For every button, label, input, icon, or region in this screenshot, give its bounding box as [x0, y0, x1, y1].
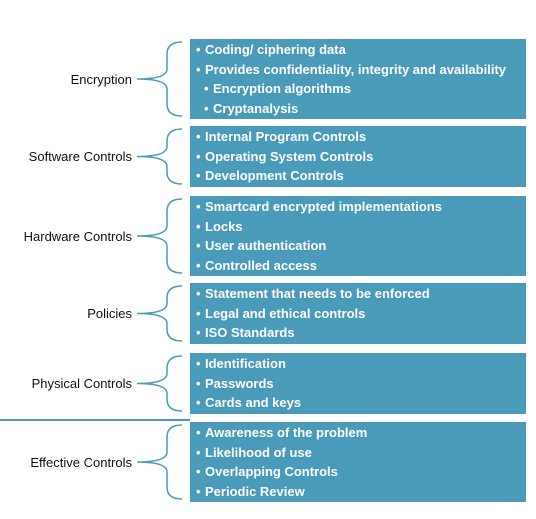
bracket-effective-controls — [136, 424, 183, 500]
row-label-text: Encryption — [70, 71, 132, 87]
list-item: •Cryptanalysis — [196, 99, 520, 119]
box-hardware-controls: •Smartcard encrypted implementations•Loc… — [190, 196, 526, 276]
label-effective-controls: Effective Controls — [0, 422, 132, 502]
label-policies: Policies — [0, 283, 132, 344]
list-item: • Statement that needs to be enforced — [196, 284, 520, 304]
bracket-policies — [136, 285, 183, 342]
list-item-text: Locks — [205, 218, 243, 234]
bracket-hardware-controls — [136, 198, 183, 274]
bullet-icon: • — [196, 444, 201, 460]
box-software-controls: •Internal Program Controls•Operating Sys… — [190, 126, 526, 187]
list-item-text: Operating System Controls — [205, 148, 374, 164]
list-item: •Encryption algorithms — [196, 79, 520, 99]
bullet-icon: • — [196, 483, 201, 499]
bullet-icon: • — [196, 425, 201, 440]
box-effective-controls: •Awareness of the problem•Likelihood of … — [190, 422, 526, 502]
list-item: • Coding/ ciphering data — [196, 40, 520, 60]
label-encryption: Encryption — [0, 39, 132, 119]
list-item: • Smartcard encrypted implementations — [196, 197, 520, 217]
list-item-text: Internal Program Controls — [205, 129, 367, 144]
label-software-controls: Software Controls — [0, 126, 132, 187]
list-item-text: Likelihood of use — [205, 444, 312, 460]
list-item: • Identification — [196, 354, 520, 374]
box-policies: •Statement that needs to be enforced•Leg… — [190, 283, 526, 344]
label-hardware-controls: Hardware Controls — [0, 196, 132, 276]
list-item: •Passwords — [196, 374, 520, 394]
list-item: •Controlled access — [196, 256, 520, 276]
list-item-text: Legal and ethical controls — [205, 305, 366, 321]
list-item-text: Awareness of the problem — [205, 425, 368, 440]
list-item: •Cards and keys — [196, 393, 520, 413]
row-label-text: Software Controls — [28, 149, 132, 164]
label-physical-controls: Physical Controls — [0, 353, 132, 414]
list-item-text: Statement that needs to be enforced — [205, 286, 430, 301]
list-item-text: Smartcard encrypted implementations — [205, 199, 442, 214]
bullet-icon: • — [196, 356, 201, 371]
list-item-text: Passwords — [205, 375, 274, 391]
bullet-icon: • — [196, 238, 201, 254]
list-item: •ISO Standards — [196, 323, 520, 343]
row-label-text: Hardware Controls — [23, 228, 132, 244]
box-encryption: •Coding/ ciphering data•Provides confide… — [190, 39, 526, 119]
list-item-text: Provides confidentiality, integrity and … — [205, 61, 506, 77]
list-item-text: Cryptanalysis — [213, 100, 299, 116]
bullet-icon: • — [204, 81, 209, 97]
list-item-text: Coding/ ciphering data — [205, 42, 346, 57]
list-item: •Periodic Review — [196, 482, 520, 502]
list-item-text: Periodic Review — [205, 483, 305, 499]
list-item: • Awareness of the problem — [196, 423, 520, 443]
list-item-text: Development Controls — [205, 168, 344, 184]
box-physical-controls: •Identification•Passwords•Cards and keys — [190, 353, 526, 414]
list-item: •Development Controls — [196, 166, 520, 186]
bullet-icon: • — [196, 395, 201, 411]
bracket-encryption — [136, 41, 183, 117]
list-item: •Operating System Controls — [196, 147, 520, 167]
list-item: •Legal and ethical controls — [196, 304, 520, 324]
bullet-icon: • — [196, 148, 201, 164]
list-item: •Overlapping Controls — [196, 462, 520, 482]
list-item: •Provides confidentiality, integrity and… — [196, 60, 520, 80]
bullet-icon: • — [196, 464, 201, 480]
bullet-icon: • — [196, 286, 201, 301]
list-item-text: Identification — [205, 356, 286, 371]
bullet-icon: • — [204, 100, 209, 116]
bullet-icon: • — [196, 305, 201, 321]
list-item: •Likelihood of use — [196, 443, 520, 463]
bracket-physical-controls — [136, 355, 183, 412]
bullet-icon: • — [196, 375, 201, 391]
list-item: • Internal Program Controls — [196, 127, 520, 147]
row-label-text: Physical Controls — [31, 376, 132, 391]
list-item-text: Cards and keys — [205, 395, 302, 411]
bullet-icon: • — [196, 218, 201, 234]
list-item: •User authentication — [196, 236, 520, 256]
row-label-text: Policies — [87, 306, 132, 321]
section-divider — [0, 419, 190, 421]
list-item-text: Encryption algorithms — [213, 81, 351, 97]
bullet-icon: • — [196, 61, 201, 77]
bullet-icon: • — [196, 129, 201, 144]
bullet-icon: • — [196, 42, 201, 57]
list-item-text: ISO Standards — [205, 325, 295, 341]
list-item-text: User authentication — [205, 238, 327, 254]
bullet-icon: • — [196, 168, 201, 184]
bullet-icon: • — [196, 257, 201, 273]
bullet-icon: • — [196, 199, 201, 214]
list-item: •Locks — [196, 217, 520, 237]
row-label-text: Effective Controls — [30, 454, 132, 470]
list-item-text: Controlled access — [205, 257, 317, 273]
bullet-icon: • — [196, 325, 201, 341]
list-item-text: Overlapping Controls — [205, 464, 338, 480]
bracket-software-controls — [136, 128, 183, 185]
